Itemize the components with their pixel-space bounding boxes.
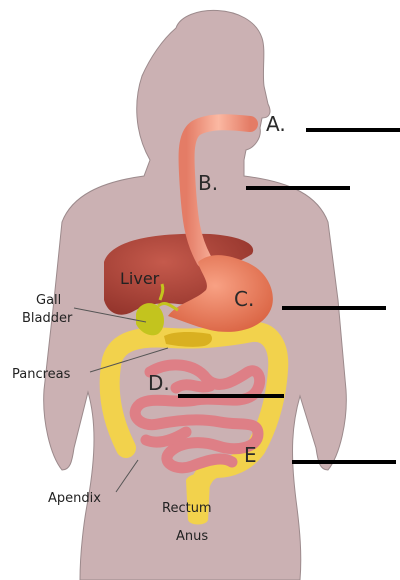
label-e: E [244, 443, 257, 467]
label-d: D. [148, 371, 170, 395]
pancreas [164, 332, 212, 347]
rectum-label: Rectum [162, 501, 212, 516]
gall-bladder-label-line2: Bladder [22, 311, 73, 326]
pancreas-label: Pancreas [12, 367, 71, 382]
label-b: B. [198, 171, 218, 195]
liver-label: Liver [120, 269, 160, 288]
rectum [186, 474, 210, 525]
label-c: C. [234, 287, 254, 311]
anus-label: Anus [176, 529, 208, 544]
apendix-label: Apendix [48, 491, 101, 506]
gall-bladder-label-line1: Gall [36, 293, 61, 308]
label-a: A. [266, 112, 286, 136]
